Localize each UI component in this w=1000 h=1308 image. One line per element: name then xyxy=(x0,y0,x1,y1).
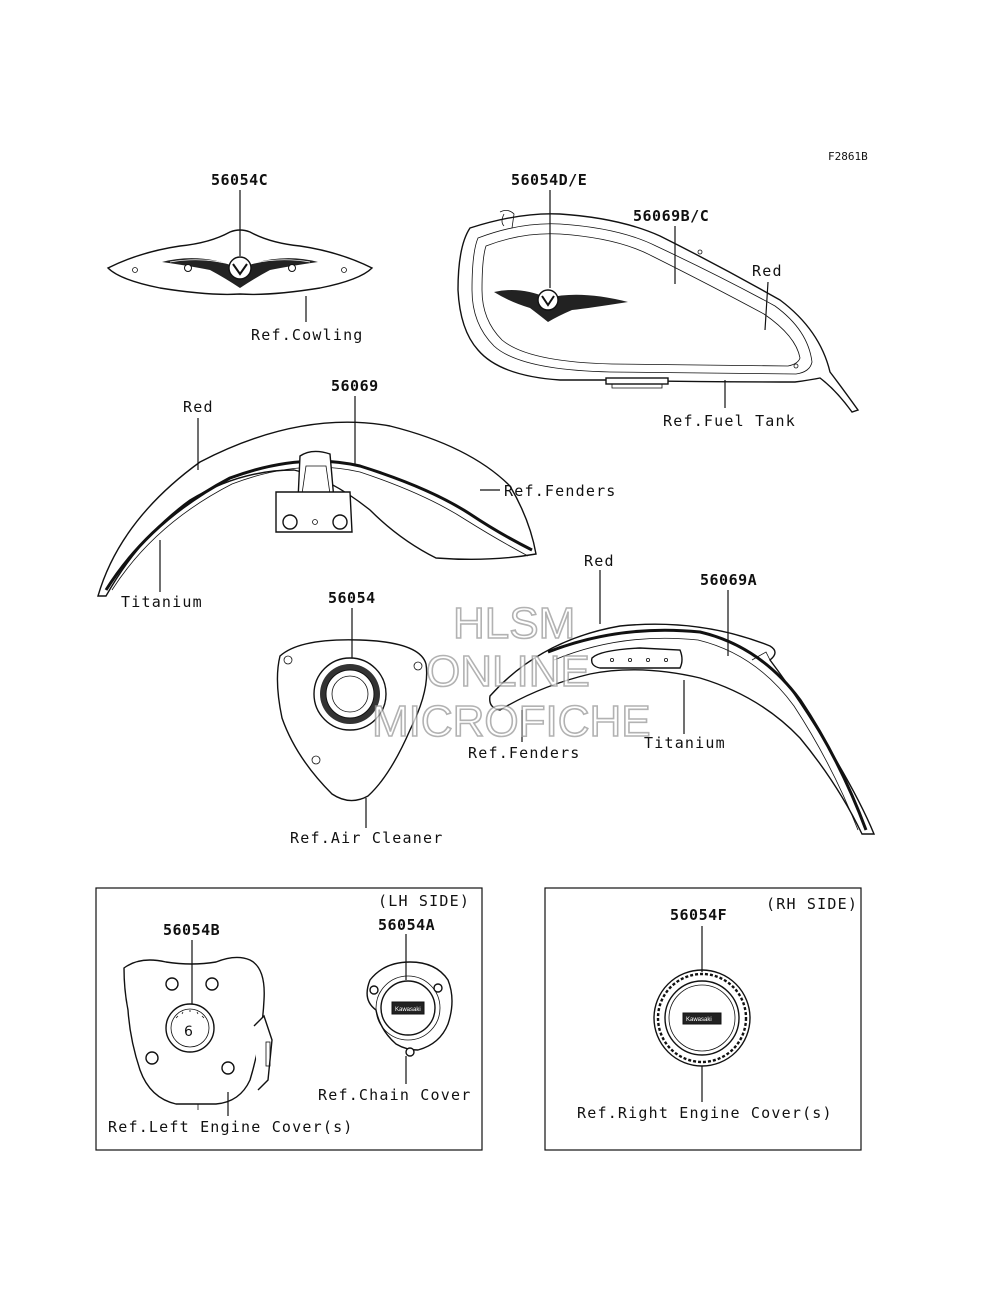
label-56054A: 56054A xyxy=(378,916,435,934)
label-56054DE: 56054D/E xyxy=(511,171,587,189)
figure-code: F2861B xyxy=(828,150,868,163)
label-56069: 56069 xyxy=(331,377,379,395)
watermark-line1: HLSM xyxy=(453,599,575,648)
label-56054: 56054 xyxy=(328,589,376,607)
label-56069BC: 56069B/C xyxy=(633,207,709,225)
label-titanium-rear: Titanium xyxy=(644,734,726,752)
label-lh-side: (LH SIDE) xyxy=(378,892,470,910)
watermark: HLSM ONLINE MICROFICHE xyxy=(371,598,651,747)
label-ref-fenders-rear: Ref.Fenders xyxy=(468,744,581,762)
svg-text:6: 6 xyxy=(184,1024,193,1040)
label-red-rear: Red xyxy=(584,552,615,570)
cowling-emblem-part xyxy=(106,229,374,296)
right-engine-cover-part: Kawasaki xyxy=(653,969,751,1067)
lh-side-box xyxy=(95,887,483,1151)
label-56054C: 56054C xyxy=(211,171,268,189)
label-ref-cowling: Ref.Cowling xyxy=(251,326,364,344)
label-ref-fuel-tank: Ref.Fuel Tank xyxy=(663,412,796,430)
label-red-front: Red xyxy=(183,398,214,416)
left-engine-cover-part: 6 xyxy=(123,956,273,1110)
label-ref-fenders-front: Ref.Fenders xyxy=(504,482,617,500)
label-rh-side: (RH SIDE) xyxy=(766,895,858,913)
chain-emblem-text: Kawasaki xyxy=(395,1007,421,1013)
label-ref-air-cleaner: Ref.Air Cleaner xyxy=(290,829,443,847)
chain-cover-part: Kawasaki xyxy=(366,961,453,1057)
rh-side-box xyxy=(544,887,862,1151)
watermark-line3: MICROFICHE xyxy=(372,697,651,746)
fuel-tank-part xyxy=(457,210,860,413)
label-56054B: 56054B xyxy=(163,921,220,939)
label-56069A: 56069A xyxy=(700,571,757,589)
air-cleaner-part xyxy=(276,639,428,802)
label-titanium-front: Titanium xyxy=(121,593,203,611)
watermark-line2: ONLINE xyxy=(426,647,590,696)
rear-fender-part xyxy=(489,623,876,835)
label-ref-right-engine-cover: Ref.Right Engine Cover(s) xyxy=(577,1104,833,1122)
label-ref-chain-cover: Ref.Chain Cover xyxy=(318,1086,471,1104)
label-red-tank: Red xyxy=(752,262,783,280)
label-56054F: 56054F xyxy=(670,906,727,924)
right-emblem-text: Kawasaki xyxy=(686,1017,712,1023)
label-ref-left-engine-cover: Ref.Left Engine Cover(s) xyxy=(108,1118,354,1136)
front-fender-part xyxy=(97,421,537,597)
